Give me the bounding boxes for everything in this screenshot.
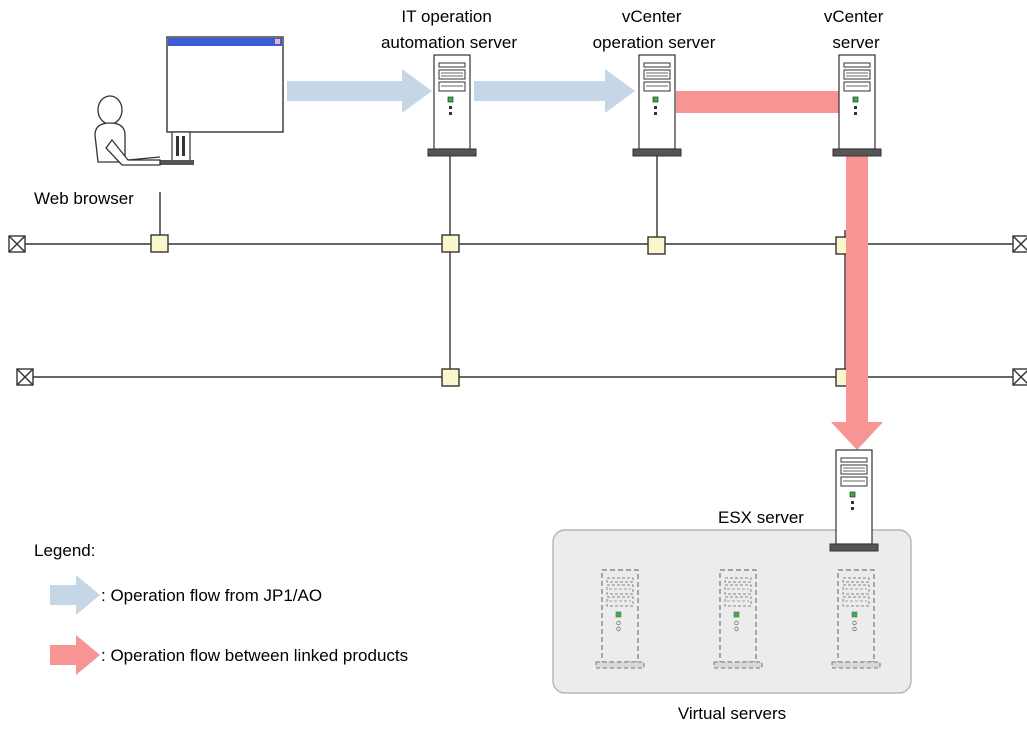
it-server-label: IT operation automation server bbox=[381, 7, 517, 52]
network-lan-2 bbox=[16, 368, 1027, 386]
legend-item-jp1ao: : Operation flow from JP1/AO bbox=[50, 575, 322, 615]
virtual-server-icon bbox=[831, 569, 881, 669]
virtual-server-icon bbox=[595, 569, 645, 669]
terminator-icon bbox=[8, 235, 26, 253]
it-operation-server bbox=[427, 54, 477, 157]
virtual-servers-group bbox=[552, 529, 912, 694]
legend-title: Legend: bbox=[34, 541, 95, 560]
flow-arrow-jp1ao-1 bbox=[287, 69, 432, 113]
esx-server bbox=[829, 449, 879, 552]
web-browser-label: Web browser bbox=[34, 189, 134, 208]
terminator-icon bbox=[1012, 235, 1027, 253]
vcenter-server-label: vCenter server bbox=[824, 7, 888, 52]
legend: Legend: : Operation flow from JP1/AO : O… bbox=[34, 541, 408, 675]
virtual-server-icon bbox=[713, 569, 763, 669]
terminator-icon bbox=[1012, 368, 1027, 386]
server-icon bbox=[829, 449, 879, 552]
legend-jp1ao-label: : Operation flow from JP1/AO bbox=[101, 586, 322, 605]
legend-item-linked: : Operation flow between linked products bbox=[50, 635, 408, 675]
flow-arrow-linked-1 bbox=[676, 91, 839, 113]
server-icon bbox=[832, 54, 882, 157]
legend-linked-label: : Operation flow between linked products bbox=[101, 646, 408, 665]
terminator-icon bbox=[16, 368, 34, 386]
vcenter-server bbox=[832, 54, 882, 157]
server-icon bbox=[632, 54, 682, 157]
web-browser-user bbox=[94, 36, 284, 166]
person-icon bbox=[94, 95, 161, 166]
esx-server-label: ESX server bbox=[718, 508, 804, 527]
network-drop-lines bbox=[159, 154, 846, 377]
monitor-icon bbox=[158, 36, 284, 165]
jp1ao-flow-shape bbox=[474, 69, 635, 113]
legend-jp1ao-swatch bbox=[50, 575, 100, 615]
flow-arrow-jp1ao-2 bbox=[474, 69, 635, 113]
jp1ao-flow-shape bbox=[287, 69, 432, 113]
legend-linked-swatch bbox=[50, 635, 100, 675]
linked-flow-shape bbox=[676, 91, 839, 113]
virtual-servers-label: Virtual servers bbox=[678, 704, 786, 723]
server-icon bbox=[427, 54, 477, 157]
network-connectors bbox=[150, 234, 854, 387]
vcenter-operation-server-label: vCenter operation server bbox=[593, 7, 716, 52]
vcenter-operation-server bbox=[632, 54, 682, 157]
